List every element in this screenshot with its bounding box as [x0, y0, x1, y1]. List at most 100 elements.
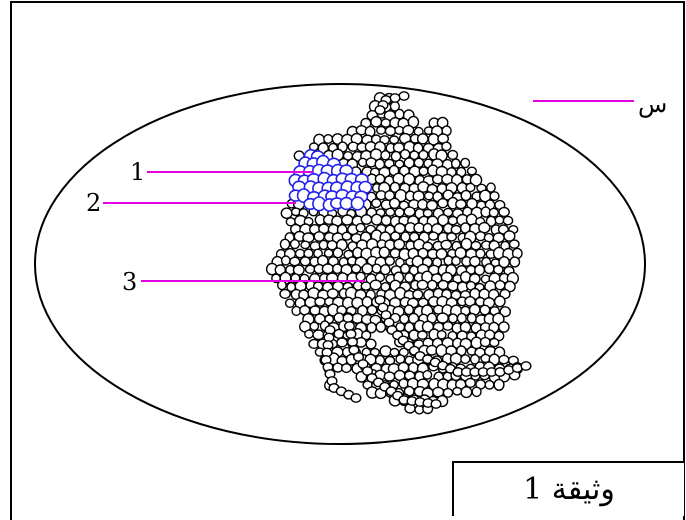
chromatin-bead — [347, 337, 359, 347]
chromatin-bead — [360, 281, 372, 291]
chromatin-bead — [466, 166, 478, 176]
chromatin-bead — [366, 304, 378, 316]
chromatin-bead — [304, 329, 314, 339]
chromatin-bead — [451, 256, 461, 267]
chromatin-bead — [355, 271, 366, 282]
chromatin-bead — [333, 328, 345, 340]
chromatin-bead — [470, 240, 482, 251]
chromatin-bead — [403, 304, 415, 316]
chromatin-bead — [520, 361, 532, 371]
chromatin-bead — [437, 197, 449, 209]
chromatin-beads — [265, 91, 532, 415]
chromatin-bead — [466, 312, 477, 324]
chromatin-bead — [418, 149, 429, 161]
chromatin-bead — [446, 232, 457, 242]
chromatin-bead — [389, 135, 400, 145]
chromatin-bead — [416, 330, 428, 340]
chromatin-bead — [299, 256, 311, 267]
chromatin-bead — [404, 272, 415, 283]
chromatin-bead — [426, 199, 439, 212]
label-2: 2 — [86, 189, 101, 217]
chromatin-bead — [435, 248, 448, 260]
chromatin-bead — [465, 182, 476, 193]
chromatin-bead — [332, 247, 344, 259]
chromatin-bead — [376, 125, 387, 135]
label-1: 1 — [130, 158, 145, 186]
chromatin-bead — [460, 354, 471, 365]
chromatin-bead — [383, 371, 396, 382]
chromatin-bead — [450, 158, 461, 169]
chromatin-bead — [493, 378, 505, 391]
chromatin-bead — [447, 280, 460, 292]
highlighted-beads — [288, 149, 373, 212]
chromatin-bead — [355, 222, 366, 233]
chromatin-bead — [350, 263, 362, 274]
chromatin-bead — [279, 238, 291, 251]
chromatin-bead — [416, 279, 429, 291]
chromatin-bead — [279, 288, 291, 300]
chromatin-bead — [471, 386, 482, 398]
chromatin-bead — [385, 207, 396, 217]
chromatin-bead — [393, 238, 406, 251]
document-caption: وثيقة 1 — [452, 461, 684, 516]
chromatin-bead — [312, 329, 325, 341]
outer-frame — [10, 1, 685, 520]
chromatin-bead — [403, 206, 416, 217]
chromatin-bead — [464, 377, 477, 389]
chromatin-bead — [489, 337, 500, 348]
label-s: س — [638, 90, 667, 118]
chromatin-bead — [412, 289, 424, 300]
chromatin-bead — [440, 239, 453, 251]
chromatin-bead — [304, 264, 316, 274]
chromatin-bead — [344, 321, 356, 331]
chromatin-bead — [475, 248, 486, 259]
chromatin-bead — [380, 150, 391, 161]
chromatin-bead — [428, 231, 439, 241]
chromatin-bead — [484, 379, 495, 390]
chromatin-bead — [479, 336, 491, 348]
chromatin-bead — [422, 222, 433, 234]
chromatin-bead — [361, 262, 374, 275]
chromatin-bead — [289, 239, 301, 250]
chromatin-bead — [323, 133, 334, 144]
chromatin-bead — [422, 208, 433, 218]
chromatin-bead — [370, 213, 383, 226]
chromatin-bead — [416, 133, 429, 145]
chromatin-bead — [502, 215, 514, 226]
chromatin-bead — [469, 353, 480, 365]
chromatin-bead — [369, 279, 382, 291]
chromatin-bead — [494, 215, 505, 225]
chromatin-bead — [508, 239, 520, 249]
chromatin-bead — [370, 116, 383, 128]
chromatin-bead — [379, 345, 392, 358]
chromatin-bead — [384, 125, 397, 137]
chromatin-bead — [379, 264, 391, 276]
chromatin-bead — [336, 337, 348, 348]
chromatin-bead — [280, 255, 291, 266]
chromatin-bead — [459, 271, 472, 284]
chromatin-bead — [460, 157, 471, 169]
chromatin-bead — [280, 207, 293, 219]
chromatin-bead — [400, 263, 411, 275]
chromatin-bead — [417, 198, 429, 211]
chromatin-bead — [284, 298, 295, 309]
chromatin-bead — [388, 197, 401, 210]
chromatin-bead — [488, 207, 499, 218]
chromatin-bead — [436, 329, 447, 340]
chromatin-bead — [498, 256, 510, 269]
chromatin-bead — [365, 338, 377, 350]
chromatin-bead — [398, 91, 410, 101]
chromatin-bead — [300, 240, 311, 250]
chromatin-bead — [389, 93, 401, 103]
chromatin-bead — [442, 321, 454, 331]
chromatin-bead — [331, 263, 343, 275]
chromatin-bead — [499, 306, 512, 318]
chromatin-bead — [314, 296, 326, 307]
chromatin-bead — [480, 353, 491, 364]
chromatin-bead — [340, 363, 352, 374]
chromatin-bead — [483, 263, 495, 275]
chromatin-bead — [441, 141, 452, 152]
chromatin-bead — [493, 295, 506, 308]
chromatin-bead — [455, 199, 467, 210]
chromatin-bead — [489, 191, 500, 202]
